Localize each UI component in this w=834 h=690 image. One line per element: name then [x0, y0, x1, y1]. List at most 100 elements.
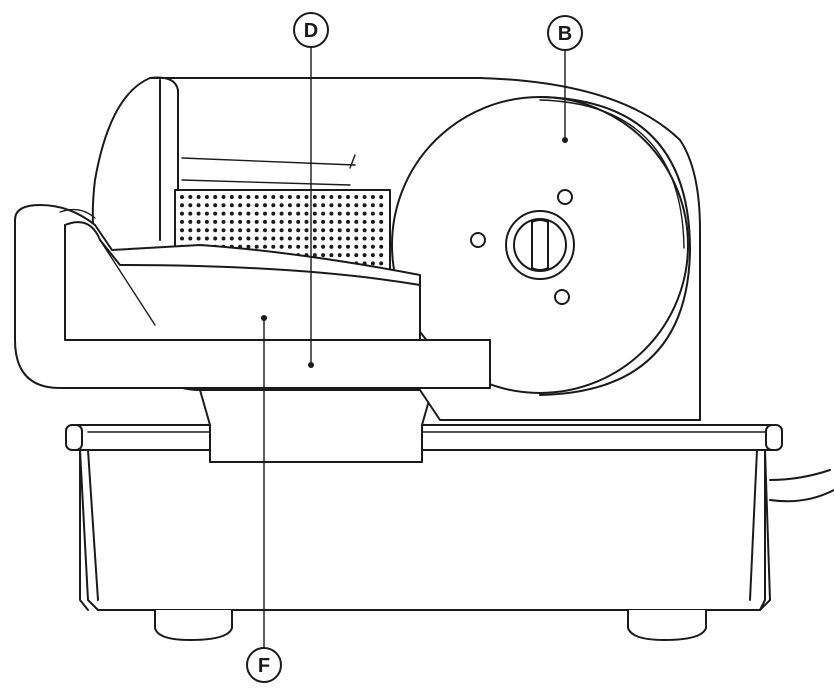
perforation-dot [287, 228, 292, 233]
perforation-dot [188, 203, 193, 208]
perforation-dot [354, 219, 359, 224]
perforation-dot [229, 195, 234, 199]
perforation-dot [271, 195, 276, 199]
perforation-dot [188, 228, 193, 233]
perforation-dot [287, 219, 292, 224]
perforation-dot [279, 236, 284, 241]
perforation-dot [304, 228, 309, 233]
perforation-dot [246, 219, 251, 224]
perforation-dot [379, 203, 384, 208]
perforation-dot [346, 211, 350, 216]
perforation-dot [296, 236, 301, 241]
callout-b: B [547, 15, 583, 143]
perforation-dot [271, 228, 276, 233]
perforation-dot [321, 236, 326, 241]
perforation-dot [213, 228, 218, 233]
perforation-dot [312, 228, 317, 233]
perforation-dot [279, 203, 284, 208]
perforation-dot [321, 211, 326, 216]
perforation-dot [180, 228, 184, 233]
perforation-dot [229, 228, 234, 233]
perforation-dot [188, 211, 193, 216]
perforation-dot [271, 203, 276, 208]
perforation-dot [379, 228, 384, 233]
perforation-dot [329, 228, 334, 233]
perforation-dot [238, 236, 243, 241]
perforation-dot [213, 211, 218, 216]
perforation-dot [379, 253, 384, 258]
perforation-dot [263, 228, 267, 233]
perforation-dot [354, 195, 359, 199]
food-carriage [14, 204, 491, 389]
perforation-dot [254, 236, 259, 241]
perforation-dot [287, 211, 292, 216]
perforation-dot [304, 236, 309, 241]
perforation-dot [370, 228, 375, 233]
perforation-dot [337, 253, 342, 258]
perforation-dot [346, 244, 350, 249]
perforation-dot [354, 228, 359, 233]
perforation-dot [379, 195, 384, 199]
perforation-dot [254, 203, 259, 208]
perforation-dot [370, 203, 375, 208]
perforation-dot [370, 219, 375, 224]
perforation-dot [204, 228, 209, 233]
power-cord [769, 469, 834, 503]
perforation-dot [204, 195, 209, 199]
callout-d: D [293, 12, 329, 368]
perforation-dot [271, 236, 276, 241]
perforation-dot [238, 219, 243, 224]
perforation-dot [246, 195, 251, 199]
perforation-dot [296, 228, 301, 233]
perforation-dot [362, 203, 367, 208]
perforation-dot [246, 211, 251, 216]
perforation-dot [271, 219, 276, 224]
perforation-dot [196, 236, 201, 241]
perforation-dot [279, 219, 284, 224]
perforation-dot [188, 219, 193, 224]
perforation-dot [312, 211, 317, 216]
perforation-dot [196, 219, 201, 224]
perforation-dot [362, 236, 367, 241]
perforation-dot [213, 219, 218, 224]
perforation-dot [312, 253, 317, 258]
perforation-dot [279, 244, 284, 249]
perforation-dot [329, 253, 334, 258]
perforation-dot [329, 236, 334, 241]
perforation-dot [354, 253, 359, 258]
perforation-dot [354, 236, 359, 241]
callout-b-label: B [558, 23, 572, 45]
perforation-dot [312, 195, 317, 199]
perforation-dot [329, 219, 334, 224]
perforation-dot [304, 195, 309, 199]
perforation-dot [287, 236, 292, 241]
perforation-dot [362, 195, 367, 199]
perforation-dot [337, 236, 342, 241]
perforation-dot [362, 228, 367, 233]
perforation-dot [254, 195, 259, 199]
perforation-dot [362, 219, 367, 224]
perforation-dot [296, 219, 301, 224]
blade [391, 96, 691, 396]
perforation-dot [204, 219, 209, 224]
callout-d-label: D [304, 20, 318, 42]
perforation-dot [180, 236, 184, 241]
perforation-dot [296, 211, 301, 216]
perforation-dot [362, 211, 367, 216]
perforation-dot [196, 211, 201, 216]
perforation-dot [238, 195, 243, 199]
perforation-dot [321, 203, 326, 208]
perforation-dot [271, 211, 276, 216]
perforation-dot [337, 211, 342, 216]
perforation-dot [337, 244, 342, 249]
perforation-dot [362, 253, 367, 258]
perforation-dot [246, 203, 251, 208]
perforation-dot [229, 219, 234, 224]
perforation-dot [370, 253, 375, 258]
perforation-dot [180, 211, 184, 216]
perforation-dot [304, 211, 309, 216]
perforation-dot [346, 195, 350, 199]
perforation-dot [321, 228, 326, 233]
base-feet [154, 610, 707, 641]
